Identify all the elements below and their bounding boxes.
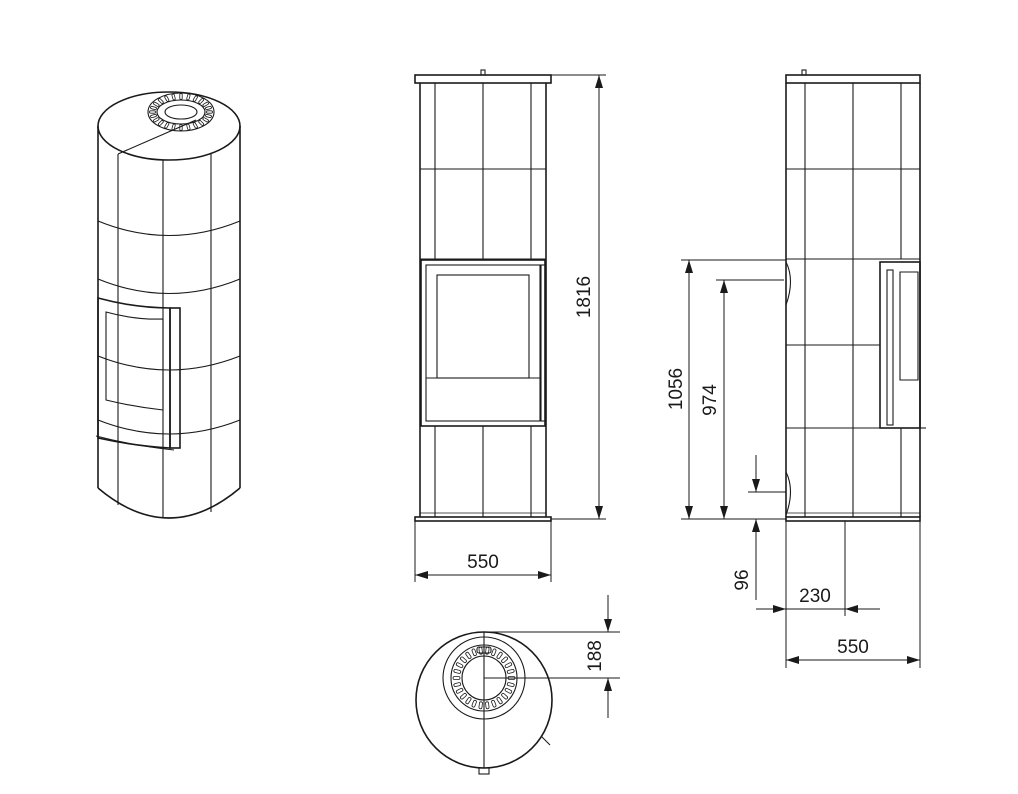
vent-slot [153, 101, 160, 107]
vent-slot [164, 122, 170, 129]
vent-slot [496, 651, 503, 659]
vent-slot [205, 113, 212, 119]
vent-slot [186, 123, 191, 131]
vent-slot [501, 656, 508, 664]
isometric-view [95, 91, 241, 519]
top-offset-188-dimension: 188 [484, 595, 620, 718]
vent-slot [471, 699, 477, 708]
vent-slot [453, 669, 462, 674]
top-vent-ring [147, 92, 215, 132]
vent-slot [471, 648, 477, 657]
vent-slot [491, 648, 497, 657]
vent-slot [501, 692, 508, 700]
front-door [420, 259, 547, 427]
side-height-1056-dimension: 1056 [666, 259, 786, 520]
dim-974: 974 [700, 384, 721, 416]
front-height-dimension: 1816 [551, 74, 606, 520]
vent-slot [157, 98, 164, 104]
vent-slot [153, 117, 160, 123]
vent-slot [149, 110, 156, 114]
vent-slot [186, 93, 191, 101]
dim-550-side: 550 [837, 637, 869, 658]
vent-slot [465, 697, 472, 705]
side-door [879, 261, 926, 429]
vent-slot [496, 697, 503, 705]
dim-1056: 1056 [666, 368, 687, 410]
vent-slot [506, 682, 515, 687]
vent-slot [206, 110, 213, 114]
vent-slot [157, 120, 164, 126]
vent-slot [452, 676, 461, 680]
vent-slot [485, 701, 490, 710]
vent-slot [171, 123, 176, 131]
top-view [415, 631, 553, 775]
vent-slot [202, 117, 209, 123]
vent-slot [192, 95, 198, 102]
vent-slot [478, 701, 483, 710]
vent-slot [150, 105, 157, 111]
dim-230: 230 [799, 586, 831, 607]
vent-slot [164, 95, 170, 102]
vent-slot [455, 662, 464, 669]
dim-550-front: 550 [467, 552, 499, 573]
side-width-550-dimension: 550 [786, 521, 921, 668]
vent-slot [171, 93, 176, 101]
vent-slot [460, 656, 467, 664]
vent-slot [198, 98, 205, 104]
vent-slot [504, 687, 513, 694]
vent-slot [453, 682, 462, 687]
iso-door [95, 296, 181, 451]
vent-slot [150, 113, 157, 119]
dim-188: 188 [585, 640, 606, 672]
front-width-dimension: 550 [414, 521, 552, 582]
side-height-974-dimension: 974 [700, 279, 784, 519]
vent-slot [491, 699, 497, 708]
vent-slot [455, 687, 464, 694]
side-view [785, 69, 926, 522]
side-depth-230-dimension: 230 [756, 521, 880, 668]
vent-slot [179, 124, 183, 131]
vent-slot [205, 105, 212, 111]
dim-1816: 1816 [574, 276, 595, 318]
vent-slot [192, 122, 198, 129]
vent-slot [465, 651, 472, 659]
front-view [414, 69, 552, 522]
vent-slot [506, 669, 515, 674]
vent-slot [179, 93, 183, 100]
vent-slot [460, 692, 467, 700]
vent-slot [202, 101, 209, 107]
side-offset-96-dimension: 96 [732, 455, 786, 600]
dim-96: 96 [732, 569, 753, 590]
vent-slot [504, 662, 513, 669]
vent-slot [198, 120, 205, 126]
